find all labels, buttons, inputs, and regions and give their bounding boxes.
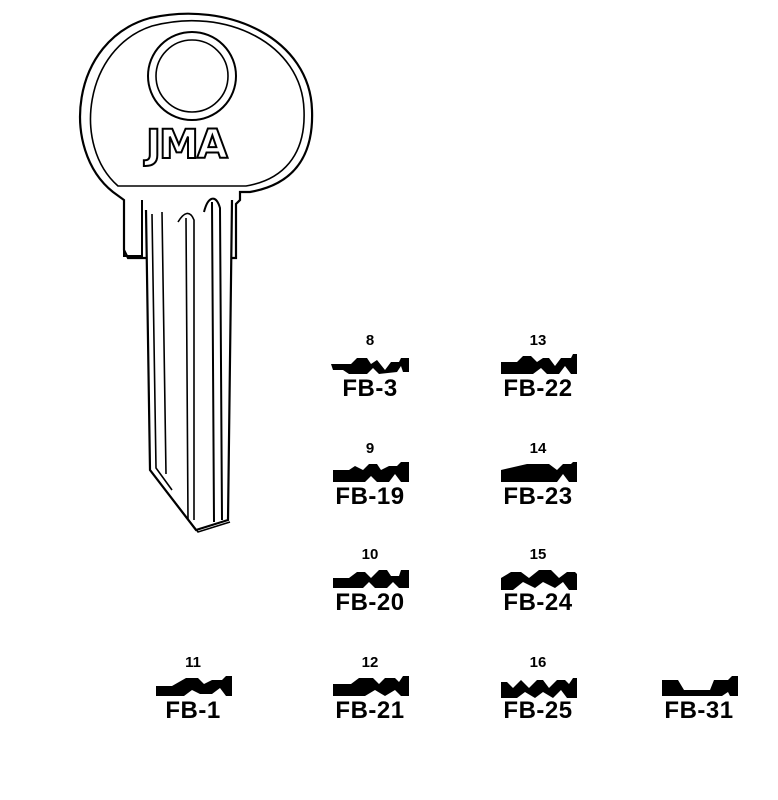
profile-number: 16: [529, 654, 547, 671]
profile-fb-19: 9 FB-19: [325, 440, 415, 510]
key-blade-groove-2: [177, 212, 195, 521]
profile-fb-3: 8 FB-3: [325, 332, 415, 402]
profile-shape-icon: [333, 570, 409, 588]
profile-code: FB-23: [503, 483, 573, 510]
profile-fb-1: 11 FB-1: [148, 654, 238, 724]
brand-logo: JMA: [143, 122, 228, 168]
key-hole-inner: [155, 39, 229, 113]
profile-number: [654, 654, 744, 672]
key-blade-groove-3: [203, 197, 223, 523]
profile-number: 11: [185, 654, 201, 671]
profile-shape-icon: [501, 678, 577, 698]
profile-shape-icon: [501, 570, 577, 590]
profile-number: 14: [529, 440, 547, 457]
profile-fb-21: 12 FB-21: [325, 654, 415, 724]
key-head-outline: [78, 12, 314, 260]
profile-number: 8: [365, 332, 375, 349]
profile-fb-22: 13 FB-22: [493, 332, 583, 402]
profile-code: FB-21: [335, 697, 405, 724]
key-head-inner: [89, 19, 305, 187]
profile-shape-icon: [333, 676, 409, 696]
profile-code: FB-19: [335, 483, 405, 510]
profile-number: 10: [361, 546, 379, 563]
profile-shape-icon: [501, 462, 577, 482]
profile-code: FB-24: [503, 589, 573, 616]
profile-shape-icon: [333, 462, 409, 482]
profile-fb-20: 10 FB-20: [325, 546, 415, 616]
profile-fb-25: 16 FB-25: [493, 654, 583, 724]
profile-code: FB-20: [335, 589, 405, 616]
profile-number: 13: [529, 332, 547, 349]
key-blade-tip: [149, 469, 231, 533]
profile-shape-icon: [331, 358, 409, 374]
profile-code: FB-31: [664, 697, 734, 724]
profile-code: FB-3: [342, 375, 398, 402]
profile-code: FB-25: [503, 697, 573, 724]
key-blade-groove-1: [151, 211, 173, 491]
profile-number: 12: [361, 654, 379, 671]
profile-number: 9: [365, 440, 375, 457]
profile-code: FB-1: [165, 697, 221, 724]
profile-shape-icon: [156, 676, 232, 696]
profile-shape-icon: [662, 676, 738, 696]
profile-fb-24: 15 FB-24: [493, 546, 583, 616]
profile-code: FB-22: [503, 375, 573, 402]
profile-fb-31: FB-31: [654, 654, 744, 724]
profile-fb-23: 14 FB-23: [493, 440, 583, 510]
profile-shape-icon: [501, 354, 577, 374]
key-shoulder: [123, 200, 143, 257]
profile-number: 15: [529, 546, 547, 563]
